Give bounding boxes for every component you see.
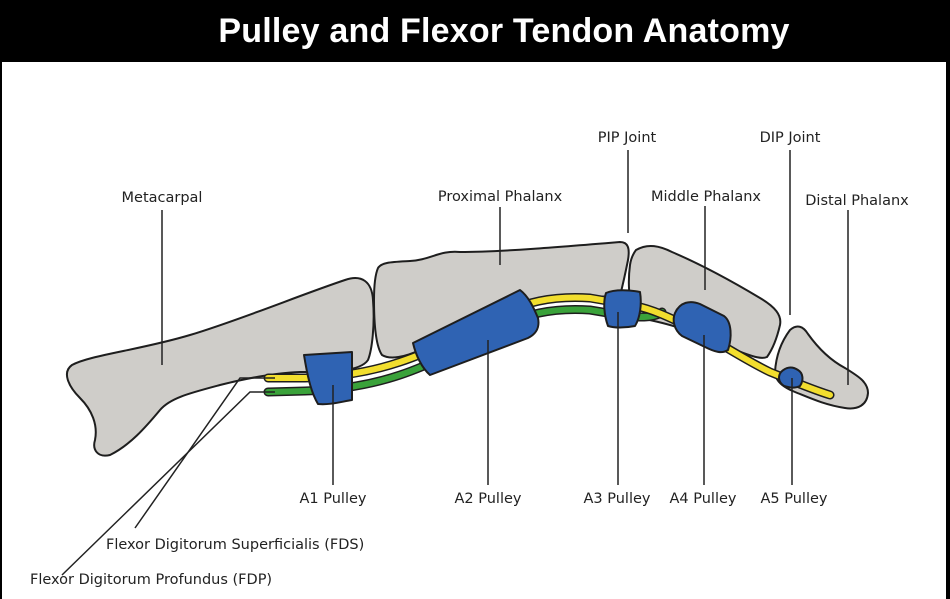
metacarpal-bone <box>65 277 375 457</box>
fdp-label: Flexor Digitorum Profundus (FDP) <box>30 572 272 588</box>
a2-pulley-shape <box>412 289 540 376</box>
a4-pulley-label: A4 Pulley <box>670 491 737 507</box>
a5-pulley-label: A5 Pulley <box>761 491 828 507</box>
dip-joint-label: DIP Joint <box>760 130 821 146</box>
a2-pulley-label: A2 Pulley <box>455 491 522 507</box>
middle-phalanx-label: Middle Phalanx <box>651 189 761 205</box>
a3-pulley-label: A3 Pulley <box>584 491 651 507</box>
pulleys <box>303 289 804 406</box>
a1-pulley-shape <box>303 351 353 406</box>
metacarpal-label: Metacarpal <box>122 190 203 206</box>
finger-anatomy-diagram: Metacarpal Proximal Phalanx Middle Phala… <box>30 130 909 588</box>
leader-lines <box>61 150 849 576</box>
fds-leader <box>134 377 275 529</box>
a1-pulley-label: A1 Pulley <box>300 491 367 507</box>
diagram-canvas: Metacarpal Proximal Phalanx Middle Phala… <box>2 62 946 599</box>
fdp-leader <box>61 391 275 576</box>
labels: Metacarpal Proximal Phalanx Middle Phala… <box>30 130 909 588</box>
distal-phalanx-label: Distal Phalanx <box>805 193 909 209</box>
a4-pulley-shape <box>672 301 732 354</box>
a3-pulley-shape <box>603 289 642 329</box>
title-bar: Pulley and Flexor Tendon Anatomy <box>0 0 950 62</box>
page-title: Pulley and Flexor Tendon Anatomy <box>218 12 790 50</box>
fds-label: Flexor Digitorum Superficialis (FDS) <box>106 537 364 553</box>
a5-pulley-shape <box>778 366 804 389</box>
fds-tendon <box>265 294 833 398</box>
pip-joint-label: PIP Joint <box>598 130 657 146</box>
proximal-phalanx-label: Proximal Phalanx <box>438 189 563 205</box>
